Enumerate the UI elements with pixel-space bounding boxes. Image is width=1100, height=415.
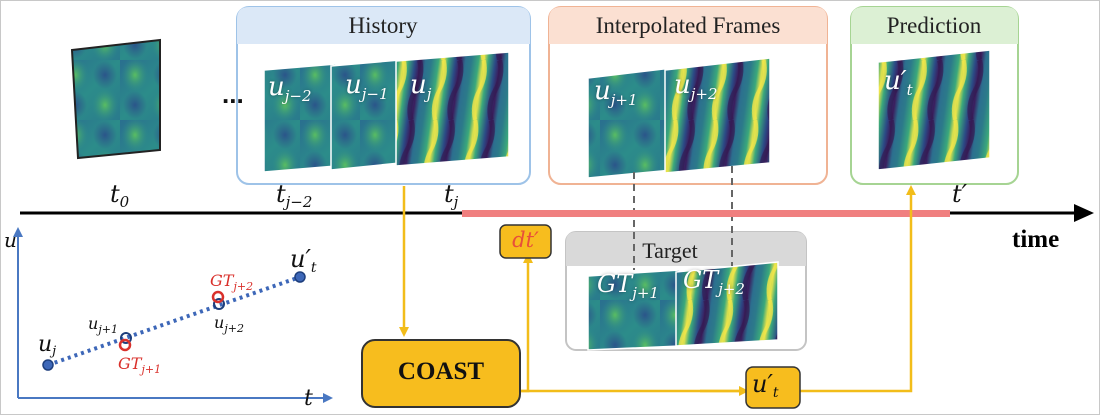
plot-point-u-j+2	[213, 298, 225, 310]
frame-u-j	[395, 51, 510, 167]
u-out-node	[745, 366, 801, 409]
tick-t0: t0	[110, 180, 130, 211]
label-u-j-1: uj−1	[345, 70, 389, 103]
timeline-highlight	[462, 210, 950, 217]
flow-arrows	[399, 185, 916, 396]
label-u-j+2: uj+2	[674, 70, 718, 103]
ellipsis: ...	[222, 79, 244, 109]
tick-t-prime: t′	[952, 180, 968, 208]
target-title: Target	[642, 238, 697, 263]
dt-node	[499, 224, 552, 259]
plot-label-u-j: uj	[38, 332, 57, 359]
dt-label: dt′	[512, 228, 539, 252]
plot-label-u-j+1: uj+1	[88, 314, 118, 336]
history-title: History	[349, 13, 419, 38]
label-u-prime-t: u′t	[884, 66, 913, 99]
interpolated-title: Interpolated Frames	[596, 13, 781, 38]
frame-t0	[70, 38, 161, 160]
plot-point-u-j+1	[120, 332, 132, 344]
plot-point-u-t	[294, 271, 306, 283]
timeline-arrowhead	[1074, 204, 1094, 222]
label-u-j-2: uj−2	[268, 72, 312, 105]
tick-t-j-2: tj−2	[276, 180, 313, 211]
plot-label-u-t: u′t	[290, 245, 317, 276]
frame-gt-j+2	[675, 261, 779, 347]
trajectory-plot	[13, 227, 333, 403]
plot-label-gt-j+1: GTj+1	[118, 354, 162, 376]
plot-t-axis-label: t	[304, 386, 313, 411]
timeline-axis-label: time	[1012, 226, 1060, 253]
prediction-title: Prediction	[887, 13, 982, 38]
label-gt-j+1: GTj+1	[597, 270, 659, 302]
u-out-label: u′t	[752, 370, 779, 401]
plot-trend-line	[47, 275, 301, 367]
label-u-j+1: uj+1	[594, 76, 638, 109]
plot-u-axis-label: u	[4, 228, 17, 252]
tick-t-j: tj	[444, 180, 459, 211]
plot-label-u-j+2: uj+2	[214, 313, 244, 335]
frame-u-prime-t	[877, 49, 991, 171]
frame-u-j+2	[664, 57, 771, 174]
plot-label-gt-j+2: GTj+2	[210, 271, 254, 293]
coast-node	[361, 339, 521, 408]
plot-point-gt-j+2	[211, 290, 225, 304]
coast-label: COAST	[397, 358, 485, 385]
label-gt-j+2: GTj+2	[683, 266, 745, 298]
plot-point-gt-j+1	[118, 338, 132, 352]
plot-point-u-j	[42, 359, 54, 371]
label-u-j: uj	[410, 70, 432, 103]
